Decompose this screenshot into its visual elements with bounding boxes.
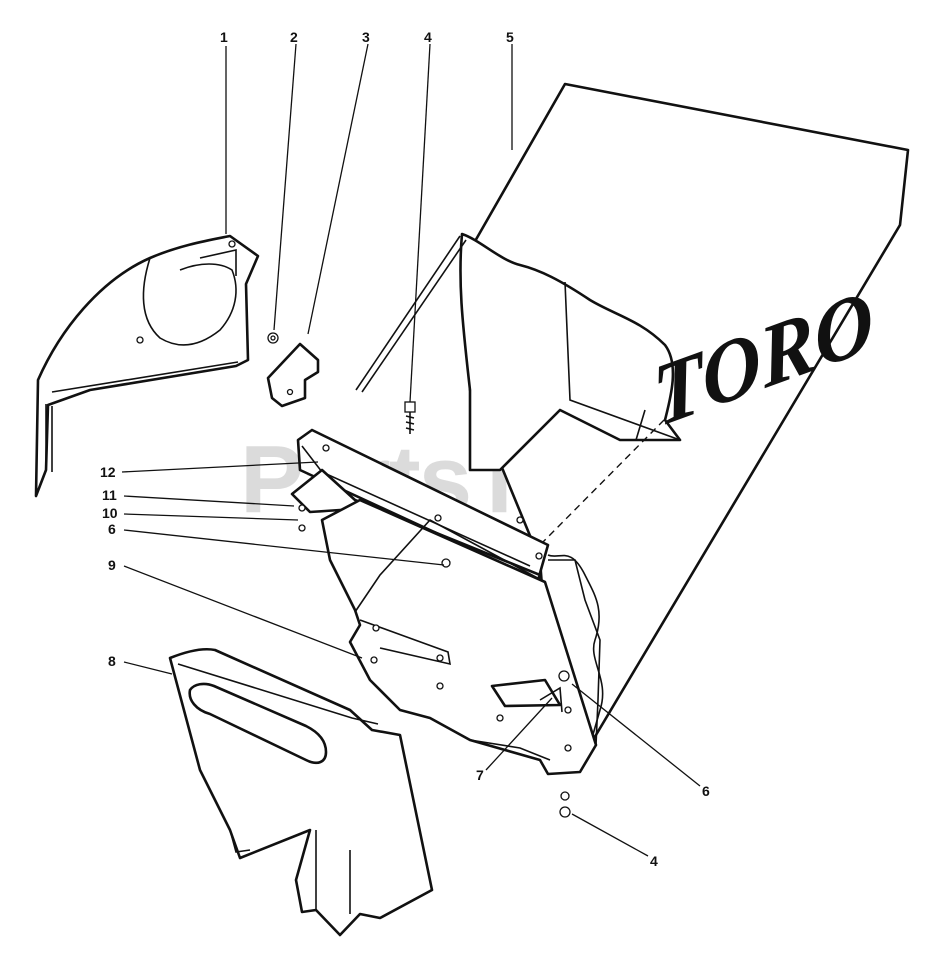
bracket-part: [266, 342, 320, 408]
deflector-part: [34, 234, 260, 498]
callout-labels: 1 2 3 4 5 12 11 10 6 9 8 7 6 4: [100, 29, 710, 869]
grass-bag-part: TORO: [355, 82, 910, 750]
callout-6-left: 6: [108, 521, 116, 537]
callout-3: 3: [362, 29, 370, 45]
callout-7: 7: [476, 767, 484, 783]
callout-12: 12: [100, 464, 116, 480]
frame-part: [290, 428, 601, 776]
callout-8: 8: [108, 653, 116, 669]
callout-10: 10: [102, 505, 118, 521]
bottom-bolt-part: [559, 791, 571, 818]
callout-4-bottom: 4: [650, 853, 658, 869]
rear-flap-part: [168, 647, 434, 937]
callout-2: 2: [290, 29, 298, 45]
callout-6-right: 6: [702, 783, 710, 799]
callout-4-top: 4: [424, 29, 432, 45]
callout-5: 5: [506, 29, 514, 45]
callout-1: 1: [220, 29, 228, 45]
callout-11: 11: [102, 487, 117, 503]
bolt-part: [404, 401, 416, 434]
callout-9: 9: [108, 557, 116, 573]
lock-nut-part: [267, 332, 279, 344]
leader-lines: [121, 43, 701, 857]
